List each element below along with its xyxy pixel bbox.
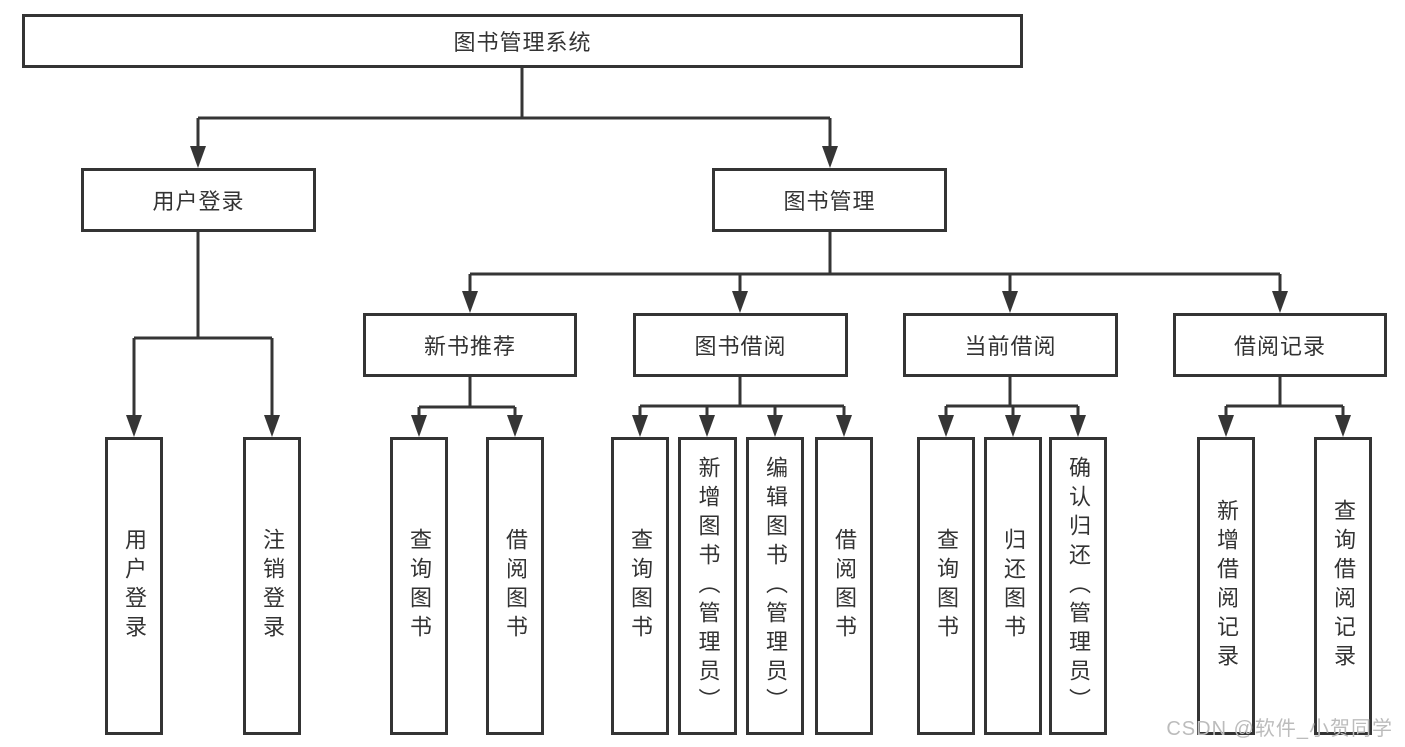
leaf-current-return-books: 归还图书 [984,437,1042,735]
arrowhead [126,415,142,437]
arrowhead [732,291,748,313]
arrowhead [938,415,954,437]
leaf-current-confirm-return-admin: 确认归还（管理员） [1049,437,1107,735]
edges-new-book-recommend [411,377,523,437]
arrowhead [1335,415,1351,437]
node-current-borrow: 当前借阅 [903,313,1118,377]
edges-current-borrow [938,377,1086,437]
edges-borrow-records [1218,377,1351,437]
leaf-borrow-edit-books-admin: 编辑图书（管理员） [746,437,804,735]
arrowhead [822,146,838,168]
leaf-records-query-record: 查询借阅记录 [1314,437,1372,735]
arrowhead [507,415,523,437]
edges-root [190,68,838,168]
node-new-book-recommend: 新书推荐 [363,313,577,377]
leaf-user-login: 用户登录 [105,437,163,735]
leaf-records-add-record: 新增借阅记录 [1197,437,1255,735]
arrowhead [1272,291,1288,313]
node-book-borrow: 图书借阅 [633,313,848,377]
node-borrow-records: 借阅记录 [1173,313,1387,377]
arrowhead [1218,415,1234,437]
arrowhead [190,146,206,168]
arrowhead [264,415,280,437]
leaf-logout-login: 注销登录 [243,437,301,735]
node-library-system: 图书管理系统 [22,14,1023,68]
arrowhead [1070,415,1086,437]
arrowhead [1002,291,1018,313]
leaf-borrow-add-books-admin: 新增图书（管理员） [678,437,737,735]
edges-user-login [126,232,280,437]
edges-book-management [462,232,1288,313]
arrowhead [767,415,783,437]
arrowhead [411,415,427,437]
watermark: CSDN @软件_小贺同学 [1166,718,1393,740]
leaf-current-query-books: 查询图书 [917,437,975,735]
arrowhead [836,415,852,437]
node-book-management: 图书管理 [712,168,947,232]
arrowhead [462,291,478,313]
node-user-login: 用户登录 [81,168,316,232]
leaf-recommend-query-books: 查询图书 [390,437,448,735]
leaf-borrow-query-books: 查询图书 [611,437,669,735]
edges-book-borrow [632,377,852,437]
leaf-borrow-borrow-books: 借阅图书 [815,437,873,735]
leaf-recommend-borrow-books: 借阅图书 [486,437,544,735]
arrowhead [699,415,715,437]
arrowhead [632,415,648,437]
arrowhead [1005,415,1021,437]
